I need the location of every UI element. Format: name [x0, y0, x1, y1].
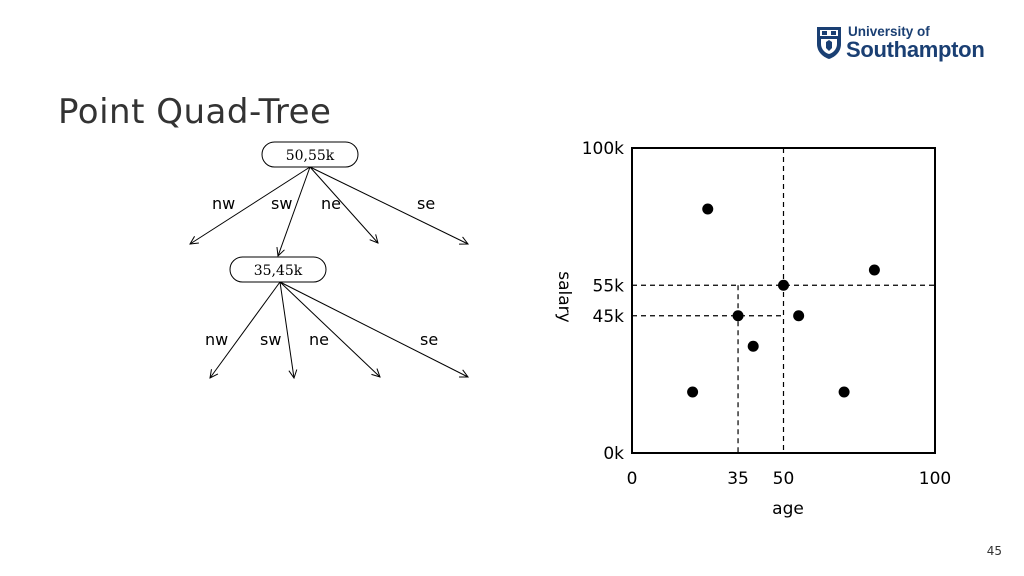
page-number: 45: [986, 544, 1002, 558]
child-edges: [210, 281, 468, 378]
root-edge-se: [309, 166, 468, 244]
university-logo: University of Southampton: [816, 24, 996, 68]
root-edge-ne: [309, 166, 378, 243]
data-point-2: [778, 279, 789, 291]
scatter-plot: 0 35 50 100 0k 45k 55k 100k age salary: [554, 139, 951, 519]
child-edge-ne: [279, 281, 380, 377]
tree-root-node: 50,55k: [261, 141, 359, 168]
data-point-7: [687, 386, 699, 398]
root-node-label: 50,55k: [286, 148, 335, 164]
data-points: [687, 203, 880, 398]
logo-line2: Southampton: [846, 37, 985, 62]
x-axis-label: age: [772, 499, 804, 519]
data-point-8: [838, 386, 850, 398]
data-point-6: [747, 340, 759, 352]
data-point-5: [793, 310, 805, 322]
x-tick-labels: 0 35 50 100: [627, 469, 952, 489]
y-tick-label-55: 55k: [593, 276, 625, 296]
child-edge-sw: [279, 281, 294, 378]
root-edge-label-nw: nw: [212, 194, 235, 213]
root-edge-sw: [278, 166, 311, 256]
y-tick-label-45: 45k: [593, 307, 625, 327]
child-edge-label-se: se: [420, 330, 438, 349]
x-tick-label-0: 0: [627, 469, 638, 489]
x-tick-label-35: 35: [727, 469, 749, 489]
child-edge-se: [279, 281, 468, 377]
y-tick-label-0: 0k: [603, 444, 624, 464]
child-edge-nw: [210, 281, 281, 378]
y-tick-label-100: 100k: [582, 139, 624, 159]
child-edge-label-nw: nw: [205, 330, 228, 349]
data-point-4: [732, 310, 744, 322]
root-edge-label-ne: ne: [321, 194, 341, 213]
child-edge-label-sw: sw: [260, 330, 281, 349]
slide-title: Point Quad-Tree: [58, 92, 332, 132]
child-node-label: 35,45k: [254, 263, 303, 279]
split-lines: [632, 148, 935, 453]
child-edge-label-ne: ne: [309, 330, 329, 349]
x-tick-label-50: 50: [773, 469, 795, 489]
data-point-3: [868, 264, 880, 276]
root-edge-label-sw: sw: [271, 194, 292, 213]
data-point-1: [702, 203, 714, 215]
logo-line1: University of: [848, 24, 930, 39]
root-edges: [190, 166, 468, 256]
shield-icon: [817, 27, 841, 59]
x-tick-label-100: 100: [919, 469, 951, 489]
root-edge-nw: [190, 166, 311, 244]
y-tick-labels: 0k 45k 55k 100k: [582, 139, 624, 464]
root-edge-label-se: se: [417, 194, 435, 213]
y-axis-label: salary: [554, 271, 574, 322]
tree-child-node: 35,45k: [229, 256, 327, 283]
